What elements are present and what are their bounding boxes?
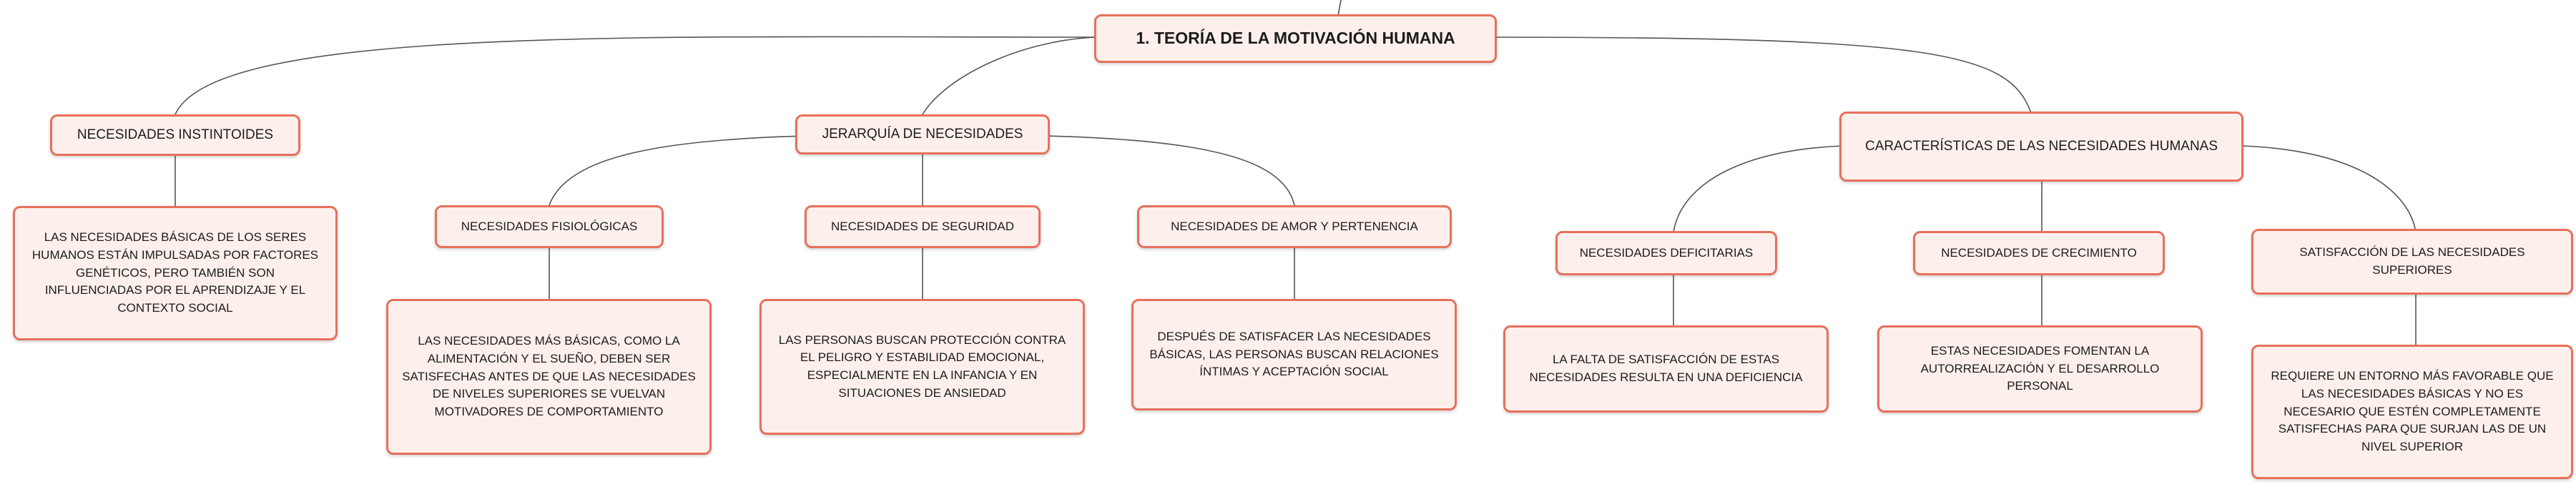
- desc-superiores-text: REQUIERE UN ENTORNO MÁS FAVORABLE QUE LA…: [2271, 369, 2554, 453]
- topic-caracteristicas-label: CARACTERÍSTICAS DE LAS NECESIDADES HUMAN…: [1864, 139, 2218, 154]
- connector-caracteristicas-superiores: [2241, 145, 2417, 233]
- sub-deficitarias[interactable]: NECESIDADES DEFICITARIAS: [1555, 231, 1777, 275]
- sub-fisiologicas-label: NECESIDADES FISIOLÓGICAS: [461, 219, 638, 233]
- desc-fisiologicas[interactable]: LAS NECESIDADES MÁS BÁSICAS, COMO LA ALI…: [386, 299, 712, 455]
- desc-crecimiento[interactable]: ESTAS NECESIDADES FOMENTAN LA AUTORREALI…: [1877, 325, 2203, 413]
- sub-fisiologicas[interactable]: NECESIDADES FISIOLÓGICAS: [435, 205, 664, 248]
- sub-deficitarias-label: NECESIDADES DEFICITARIAS: [1579, 245, 1754, 260]
- connector-root-instintoides: [174, 36, 1095, 115]
- sub-seguridad[interactable]: NECESIDADES DE SEGURIDAD: [805, 205, 1041, 248]
- connector-root-top: [1337, 0, 1342, 16]
- root-node-label: 1. TEORÍA DE LA MOTIVACIÓN HUMANA: [1136, 29, 1455, 48]
- desc-crecimiento-text: ESTAS NECESIDADES FOMENTAN LA AUTORREALI…: [1920, 344, 2160, 393]
- desc-instintoides-text: LAS NECESIDADES BÁSICAS DE LOS SERES HUM…: [31, 230, 319, 315]
- topic-jerarquia-label: JERARQUÍA DE NECESIDADES: [822, 127, 1023, 142]
- sub-amor[interactable]: NECESIDADES DE AMOR Y PERTENENCIA: [1137, 205, 1452, 248]
- sub-crecimiento-label: NECESIDADES DE CRECIMIENTO: [1941, 245, 2137, 260]
- desc-amor[interactable]: DESPUÉS DE SATISFACER LAS NECESIDADES BÁ…: [1131, 299, 1457, 410]
- topic-jerarquia[interactable]: JERARQUÍA DE NECESIDADES: [795, 114, 1050, 154]
- desc-instintoides[interactable]: LAS NECESIDADES BÁSICAS DE LOS SERES HUM…: [13, 206, 338, 340]
- desc-seguridad[interactable]: LAS PERSONAS BUSCAN PROTECCIÓN CONTRA EL…: [759, 299, 1085, 435]
- sub-amor-label: NECESIDADES DE AMOR Y PERTENENCIA: [1171, 219, 1418, 233]
- connector-caracteristicas-deficitarias: [1673, 145, 1844, 233]
- sub-crecimiento[interactable]: NECESIDADES DE CRECIMIENTO: [1913, 231, 2165, 275]
- desc-seguridad-text: LAS PERSONAS BUSCAN PROTECCIÓN CONTRA EL…: [778, 333, 1066, 400]
- connector-root-caracteristicas: [1490, 36, 2032, 114]
- connector-root-jerarquia: [922, 36, 1095, 115]
- sub-seguridad-label: NECESIDADES DE SEGURIDAD: [831, 219, 1014, 233]
- topic-caracteristicas[interactable]: CARACTERÍSTICAS DE LAS NECESIDADES HUMAN…: [1839, 112, 2243, 182]
- topic-instintoides-label: NECESIDADES INSTINTOIDES: [77, 127, 274, 143]
- desc-superiores[interactable]: REQUIERE UN ENTORNO MÁS FAVORABLE QUE LA…: [2251, 345, 2573, 479]
- desc-amor-text: DESPUÉS DE SATISFACER LAS NECESIDADES BÁ…: [1149, 330, 1439, 379]
- desc-fisiologicas-text: LAS NECESIDADES MÁS BÁSICAS, COMO LA ALI…: [402, 334, 696, 418]
- root-node[interactable]: 1. TEORÍA DE LA MOTIVACIÓN HUMANA: [1094, 14, 1497, 63]
- topic-instintoides[interactable]: NECESIDADES INSTINTOIDES: [50, 114, 300, 156]
- desc-deficitarias[interactable]: LA FALTA DE SATISFACCIÓN DE ESTAS NECESI…: [1503, 325, 1829, 413]
- desc-deficitarias-text: LA FALTA DE SATISFACCIÓN DE ESTAS NECESI…: [1529, 353, 1803, 384]
- sub-superiores-label: SATISFACCIÓN DE LAS NECESIDADES SUPERIOR…: [2299, 245, 2525, 277]
- sub-superiores[interactable]: SATISFACCIÓN DE LAS NECESIDADES SUPERIOR…: [2251, 229, 2573, 295]
